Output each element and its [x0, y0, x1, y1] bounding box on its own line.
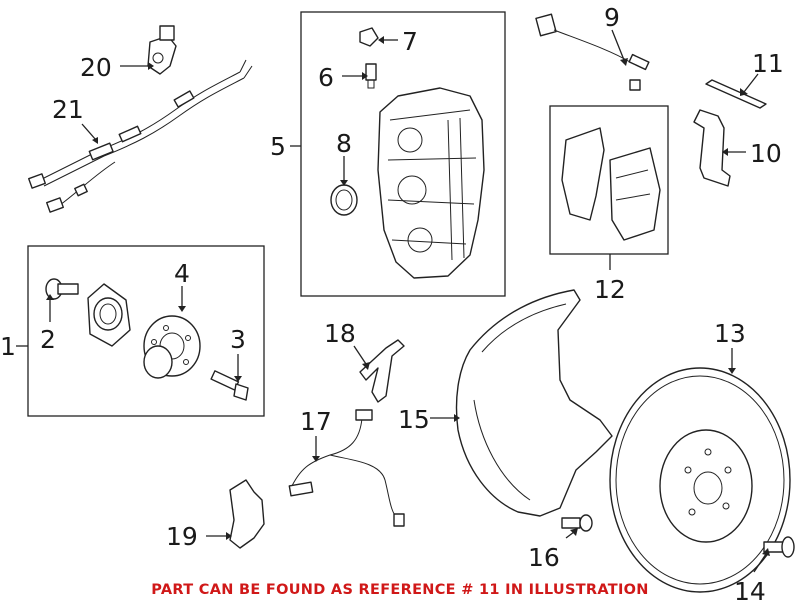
caliper-group-box	[300, 11, 506, 297]
callout-17: 17	[300, 407, 332, 436]
callout-4: 4	[174, 259, 190, 288]
part-brake-pads	[561, 127, 661, 241]
part-wire-bracket	[229, 479, 265, 549]
callout-16: 16	[528, 543, 560, 572]
callout-15: 15	[398, 405, 430, 434]
part-brake-caliper	[377, 87, 485, 279]
callout-9: 9	[604, 3, 620, 32]
part-pad-wear-sensor	[535, 13, 650, 91]
callout-19: 19	[166, 522, 198, 551]
callout-2: 2	[40, 325, 56, 354]
callout-1: 1	[0, 332, 16, 361]
callout-12: 12	[594, 275, 626, 304]
callout-10: 10	[750, 139, 782, 168]
callout-18: 18	[324, 319, 356, 348]
part-sensor-wire	[288, 409, 405, 527]
callout-5: 5	[270, 132, 286, 161]
part-anti-rattle-clip	[693, 109, 731, 187]
part-bleeder-valve	[365, 63, 377, 89]
callout-20: 20	[80, 53, 112, 82]
part-caliper-seal	[330, 184, 358, 216]
reference-note: PART CAN BE FOUND AS REFERENCE # 11 IN I…	[151, 582, 649, 598]
leader-lines	[16, 29, 770, 573]
part-hub-bolt-long	[210, 370, 249, 401]
part-abs-sensor	[147, 25, 177, 75]
part-caliper-screw	[763, 536, 795, 558]
pads-group-box	[549, 105, 669, 255]
callout-14: 14	[734, 577, 766, 606]
callout-13: 13	[714, 319, 746, 348]
part-shield-bolt	[359, 339, 405, 403]
part-rotor-screw	[561, 514, 593, 532]
part-brake-rotor	[609, 367, 791, 593]
callout-11: 11	[752, 49, 784, 78]
callout-7: 7	[402, 27, 418, 56]
callout-3: 3	[230, 325, 246, 354]
part-pad-spring	[705, 79, 767, 109]
part-splash-shield	[455, 289, 613, 517]
part-bleeder-cap	[359, 27, 379, 47]
callout-21: 21	[52, 95, 84, 124]
hub-group-box	[27, 245, 265, 417]
callout-8: 8	[336, 129, 352, 158]
callout-6: 6	[318, 63, 334, 92]
part-wheel-bearing	[87, 283, 131, 347]
part-wear-sensor-harness	[28, 59, 253, 213]
part-wheel-hub	[143, 315, 201, 379]
